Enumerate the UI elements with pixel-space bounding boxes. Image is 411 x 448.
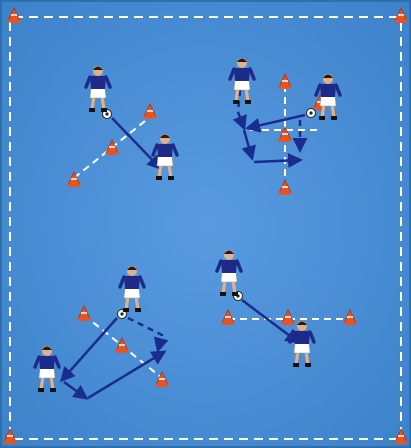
ball-icon <box>307 109 316 118</box>
